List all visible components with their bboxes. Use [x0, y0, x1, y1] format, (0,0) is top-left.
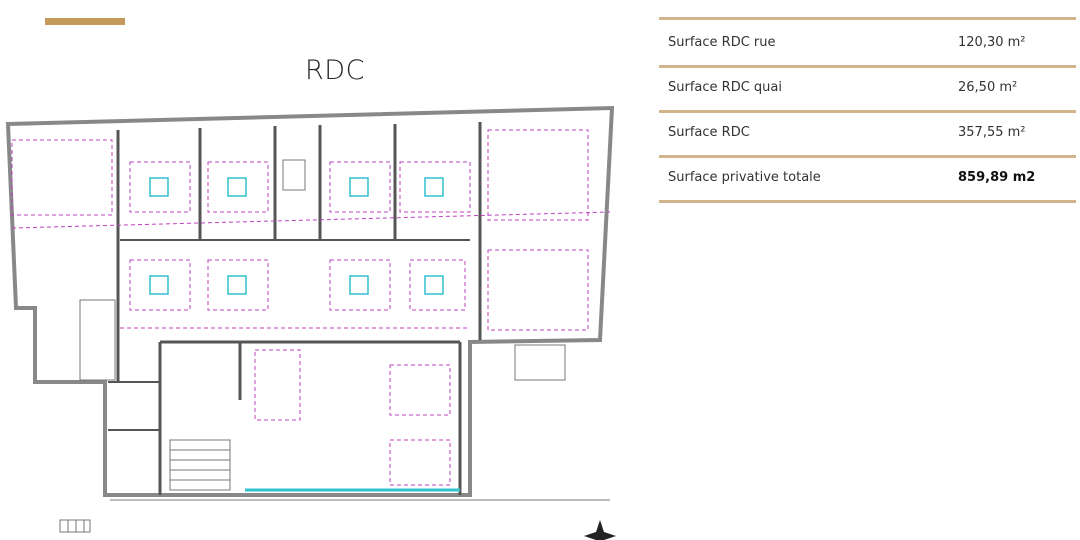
row-label: Surface privative totale	[668, 170, 821, 185]
table-row: Surface RDC 357,55 m²	[659, 110, 1076, 158]
row-label: Surface RDC	[668, 125, 750, 140]
row-value: 26,50 m²	[958, 80, 1018, 95]
row-value: 357,55 m²	[958, 125, 1026, 140]
table-top-rule	[659, 17, 1076, 20]
row-label: Surface RDC quai	[668, 80, 782, 95]
table-row: Surface RDC quai 26,50 m²	[659, 65, 1076, 113]
table-row-total: Surface privative totale 859,89 m2	[659, 155, 1076, 203]
floor-plan	[5, 105, 616, 540]
page-title: RDC	[305, 55, 365, 86]
compass-icon	[584, 520, 616, 540]
row-value: 120,30 m²	[958, 35, 1026, 50]
accent-bar	[45, 18, 125, 25]
row-value: 859,89 m2	[958, 170, 1036, 185]
table-row: Surface RDC rue 120,30 m²	[659, 20, 1076, 68]
row-label: Surface RDC rue	[668, 35, 776, 50]
